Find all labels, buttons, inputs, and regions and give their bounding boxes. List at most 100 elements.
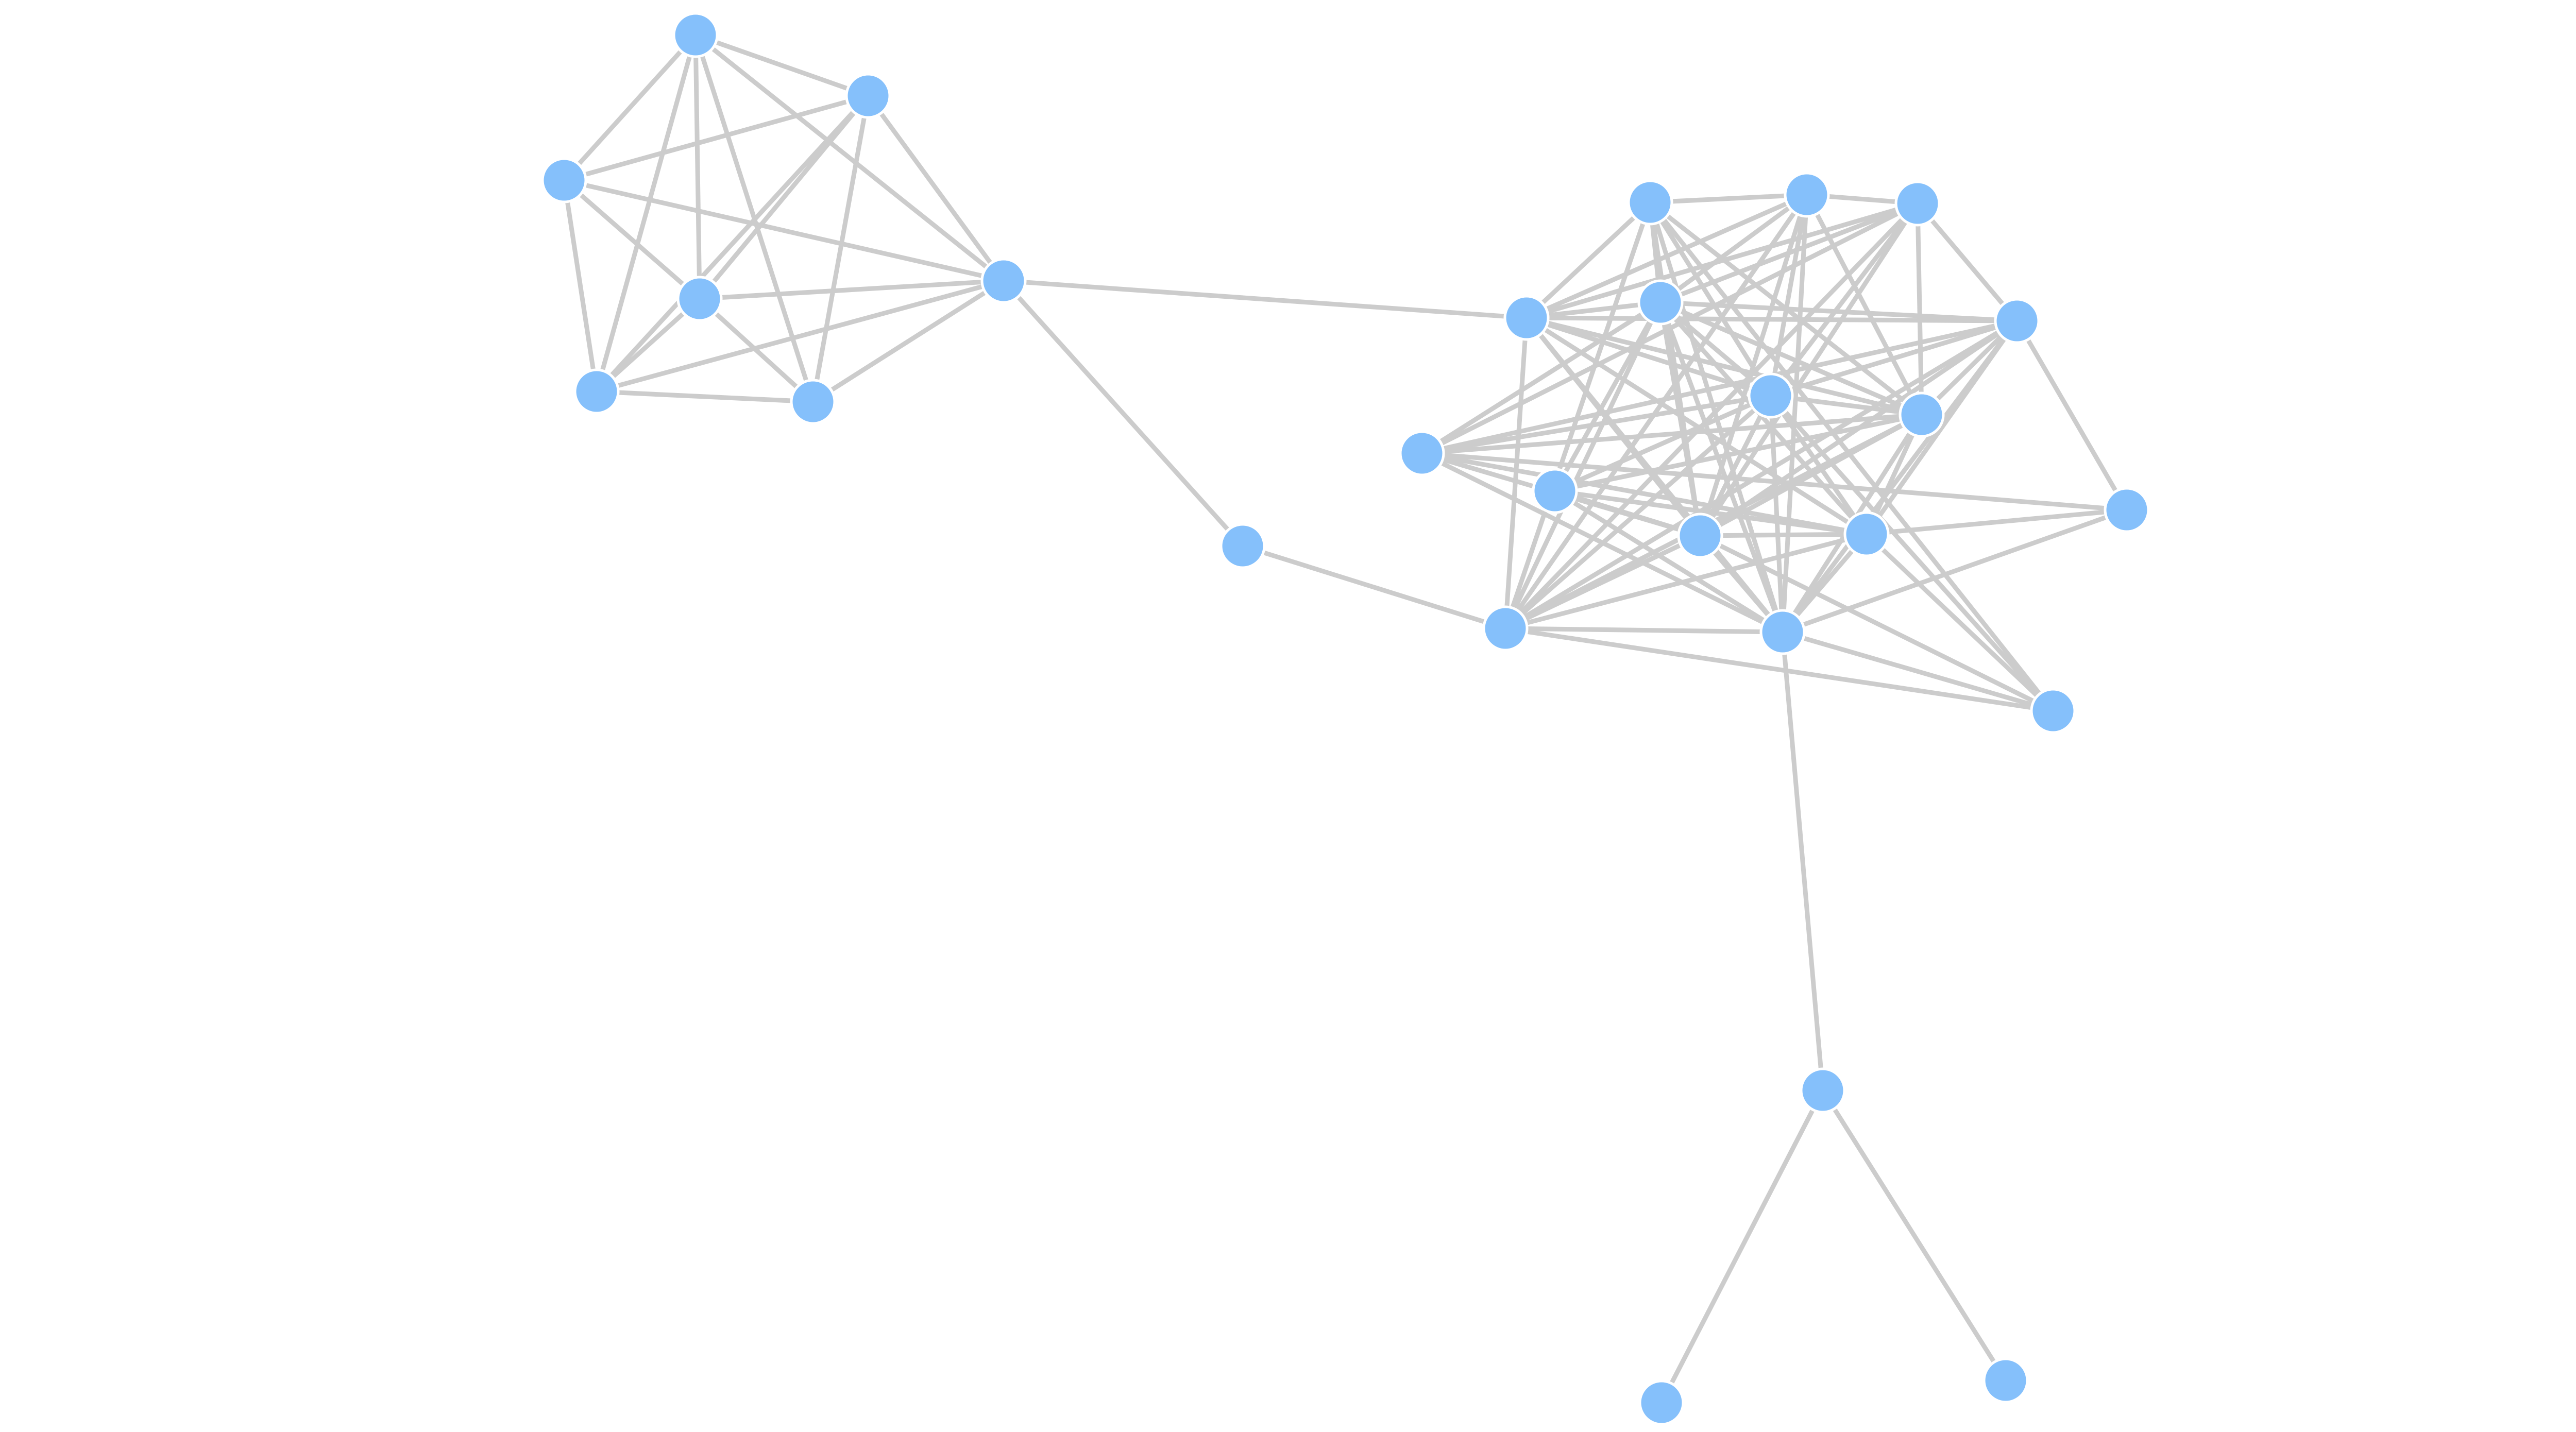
node-c13[interactable] <box>1759 609 1806 655</box>
edge-c12-c15 <box>1864 532 2056 713</box>
node-a5[interactable] <box>573 368 620 415</box>
node-c14[interactable] <box>1482 605 1529 652</box>
edge-c9-c13 <box>1419 451 1785 635</box>
node-c6[interactable] <box>1748 372 1794 419</box>
edge-a2-a7 <box>866 93 1006 283</box>
edge-c8-c10 <box>1552 412 1924 493</box>
node-m1[interactable] <box>1219 523 1266 569</box>
edge-c6-c14 <box>1503 393 1773 631</box>
edge-a1-a5 <box>594 32 698 394</box>
edge-a5-a7 <box>594 278 1006 394</box>
edge-c9-c12 <box>1419 451 1869 537</box>
edge-c8-c9 <box>1419 412 1924 456</box>
node-c8[interactable] <box>1899 391 1945 438</box>
edge-a1-a3 <box>562 32 698 183</box>
edge-a1-a7 <box>693 32 1006 283</box>
edge-c6-c7 <box>1768 318 2020 398</box>
edge-c6-c8 <box>1768 393 1924 417</box>
edge-a2-a6 <box>810 93 871 404</box>
node-a3[interactable] <box>541 157 587 203</box>
edge-c10-c12 <box>1552 488 1869 537</box>
node-c7[interactable] <box>1994 298 2040 344</box>
node-t3[interactable] <box>1982 1357 2029 1404</box>
edge-c11-c15 <box>1698 533 2056 713</box>
edge-a1-a4 <box>693 32 702 301</box>
edge-c5-c10 <box>1552 300 1663 493</box>
edge-c5-c7 <box>1658 300 2020 323</box>
edge-c2-c5 <box>1658 192 1809 305</box>
edge-c3-c7 <box>1915 201 2020 323</box>
node-a2[interactable] <box>845 73 891 119</box>
edge-c5-c9 <box>1419 300 1663 456</box>
edges-layer <box>562 32 2129 1405</box>
node-a1[interactable] <box>672 12 719 58</box>
edge-c2-c4 <box>1524 192 1809 320</box>
edge-c4-c8 <box>1524 315 1924 417</box>
nodes-layer <box>541 12 2150 1426</box>
edge-c13-t1 <box>1780 629 1825 1093</box>
edge-c13-c15 <box>1780 629 2056 713</box>
node-c12[interactable] <box>1843 511 1890 557</box>
edge-c2-c13 <box>1780 192 1809 635</box>
edge-c3-c4 <box>1524 201 1920 320</box>
edge-c9-c16 <box>1419 451 2129 513</box>
node-a6[interactable] <box>790 379 836 425</box>
node-c15[interactable] <box>2030 688 2076 734</box>
edge-a6-a7 <box>810 278 1006 404</box>
node-c3[interactable] <box>1894 180 1941 227</box>
edge-c5-c11 <box>1658 300 1703 538</box>
edge-c10-c13 <box>1552 488 1785 635</box>
node-a4[interactable] <box>676 276 723 322</box>
edge-a2-a5 <box>594 93 871 394</box>
edge-c6-c12 <box>1768 393 1869 537</box>
edge-c12-c16 <box>1864 507 2129 537</box>
edge-c3-c14 <box>1503 201 1920 631</box>
edge-c13-c16 <box>1780 507 2129 635</box>
node-c16[interactable] <box>2104 487 2150 533</box>
edge-c3-c5 <box>1658 201 1920 305</box>
edge-a1-a2 <box>693 32 871 98</box>
edge-c1-c4 <box>1524 200 1653 320</box>
edge-c7-c9 <box>1419 318 2020 456</box>
edge-c5-c13 <box>1658 300 1785 635</box>
node-c11[interactable] <box>1677 513 1723 559</box>
edge-a5-a6 <box>594 389 816 404</box>
edge-a3-a7 <box>562 178 1006 283</box>
edge-a2-a3 <box>562 93 871 183</box>
edge-c12-c14 <box>1503 532 1869 631</box>
edge-c5-c8 <box>1658 300 1924 417</box>
edge-c3-c6 <box>1768 201 1920 398</box>
edge-c4-c7 <box>1524 315 2020 323</box>
edge-c10-c11 <box>1552 488 1703 538</box>
node-c4[interactable] <box>1503 295 1550 341</box>
edge-c1-c15 <box>1648 200 2056 713</box>
node-c2[interactable] <box>1784 172 1830 218</box>
edge-c5-c12 <box>1658 300 1869 537</box>
edge-a3-a5 <box>562 178 599 394</box>
edge-m1-c14 <box>1240 543 1508 631</box>
edge-c2-c6 <box>1768 192 1809 398</box>
node-a7[interactable] <box>980 258 1027 304</box>
edge-c6-c9 <box>1419 393 1773 456</box>
node-c5[interactable] <box>1637 279 1684 326</box>
edge-c6-c15 <box>1768 393 2056 713</box>
edge-c7-c13 <box>1780 318 2020 635</box>
node-c10[interactable] <box>1532 468 1578 514</box>
edge-a7-c4 <box>1001 278 1529 320</box>
node-c9[interactable] <box>1399 430 1445 476</box>
node-t2[interactable] <box>1638 1379 1685 1426</box>
edge-c13-c14 <box>1503 626 1785 635</box>
edge-c7-c14 <box>1503 318 2020 631</box>
node-t1[interactable] <box>1800 1067 1846 1114</box>
edge-a4-a5 <box>594 296 702 394</box>
edge-a7-m1 <box>1001 278 1245 549</box>
edge-a4-a7 <box>697 278 1006 301</box>
edge-c7-c16 <box>2014 318 2129 513</box>
node-c1[interactable] <box>1627 179 1673 226</box>
edge-c11-c12 <box>1698 532 1869 538</box>
edge-t1-t2 <box>1659 1088 1825 1405</box>
edge-c11-c14 <box>1503 533 1703 631</box>
edge-c6-c13 <box>1768 393 1785 635</box>
edge-c6-c10 <box>1552 393 1773 493</box>
